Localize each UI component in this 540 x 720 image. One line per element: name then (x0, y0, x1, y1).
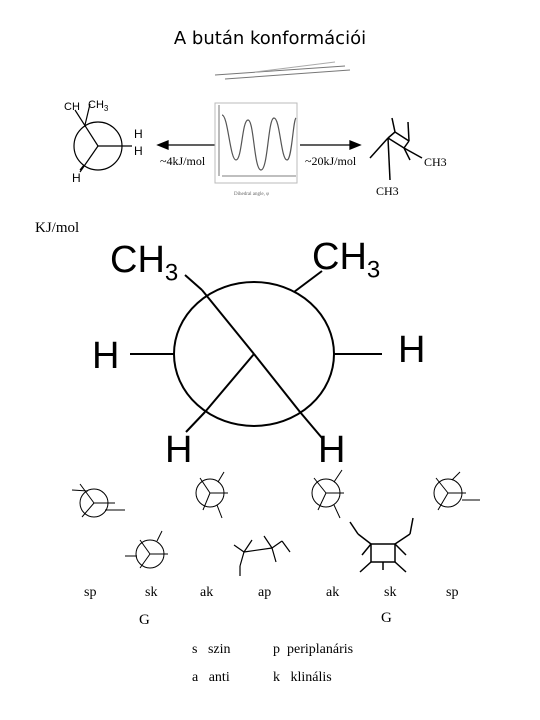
legend-item-s: s szin (192, 642, 231, 657)
newman-sk-left (125, 530, 168, 569)
group-label-right: G (381, 610, 392, 626)
small-newman-ch3-a: CH (64, 101, 80, 113)
unit-label: KJ/mol (35, 220, 80, 236)
conformation-label: sk (384, 585, 397, 600)
small-newman-h1: H (134, 127, 143, 141)
page-title: A bután konformációi (173, 28, 367, 49)
newman-ak-right (311, 469, 344, 519)
legend-item-p: p periplanáris (273, 642, 354, 657)
conformation-label: sp (446, 585, 459, 600)
conformation-label: sk (145, 585, 158, 600)
title-decoration (214, 61, 351, 80)
right-arrow-label: ~20kJ/mol (305, 154, 357, 168)
sawhorse-sk (349, 517, 414, 573)
small-newman-h3: H (72, 171, 81, 185)
newman-sp-right (433, 471, 480, 511)
big-newman-h-left: H (92, 335, 120, 377)
energy-plot-axis-label: Dihedral angle, φ (234, 192, 269, 197)
conformation-label: ak (200, 585, 214, 600)
sawhorse-ch3-bottom: CH3 (376, 184, 399, 198)
big-newman-ch3-right: CH3 (312, 236, 381, 284)
conformation-label: ak (326, 585, 340, 600)
small-newman-top-left (73, 103, 132, 173)
legend-item-a: a anti (192, 670, 230, 685)
energy-plot (214, 102, 298, 184)
big-newman (130, 270, 382, 439)
newman-sp-left (71, 483, 125, 518)
big-newman-h-bottom-right: H (318, 429, 346, 471)
sawhorse-ap (233, 535, 291, 576)
left-arrow-label: ~4kJ/mol (160, 154, 206, 168)
right-arrow (300, 140, 362, 150)
conformation-label: sp (84, 585, 97, 600)
group-label-left: G (139, 612, 150, 628)
conformation-label: ap (258, 585, 272, 600)
small-newman-ch3-b: CH3 (88, 99, 109, 114)
sawhorse-ch3-top: CH3 (424, 155, 447, 169)
sawhorse-top-right (369, 117, 423, 181)
newman-ak-left (195, 471, 228, 519)
small-newman-h2: H (134, 144, 143, 158)
left-arrow (156, 140, 215, 150)
big-newman-h-bottom-left: H (165, 429, 193, 471)
big-newman-ch3-left: CH3 (110, 239, 179, 287)
big-newman-h-right: H (398, 329, 426, 371)
legend-item-k: k klinális (273, 670, 332, 685)
